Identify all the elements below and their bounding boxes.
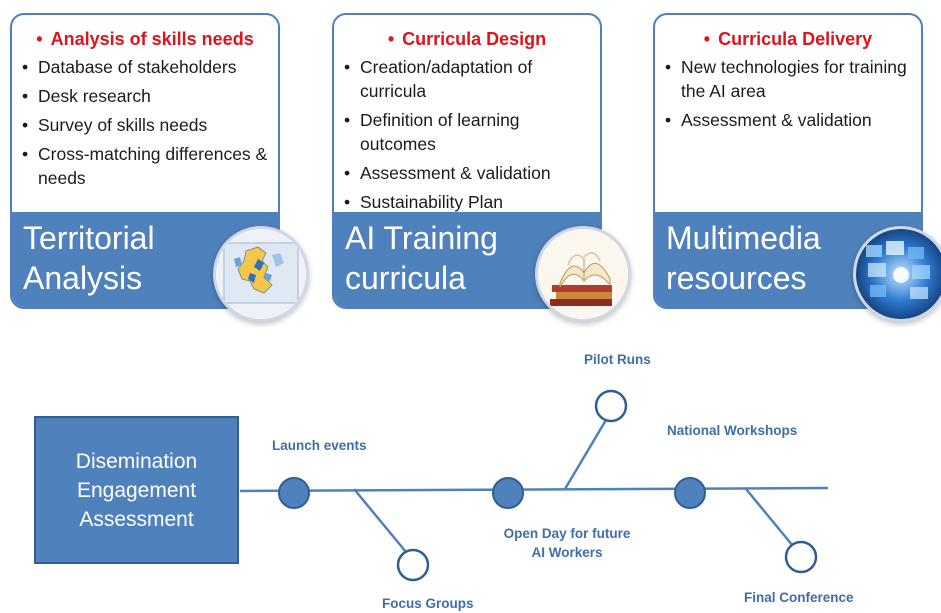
card-header-text: Curricula Delivery <box>718 29 873 49</box>
label-launch-events: Launch events <box>272 438 367 453</box>
node-pilot-runs <box>594 389 628 423</box>
card-header: •Analysis of skills needs <box>36 29 254 49</box>
label-national-workshops: National Workshops <box>667 423 798 438</box>
label-open-day-line: AI Workers <box>531 545 603 560</box>
node-launch-events <box>278 477 310 509</box>
label-focus-groups: Focus Groups <box>382 596 474 611</box>
list-item: •Desk research <box>22 86 151 106</box>
list-item: •Sustainability Plan <box>344 192 503 212</box>
node-national-workshops <box>674 477 706 509</box>
card-title-line: resources <box>666 260 807 296</box>
box-line: Disemination <box>75 449 198 473</box>
label-open-day-line: Open Day for future <box>503 526 631 541</box>
digital-screens-icon <box>853 226 941 322</box>
card-title-line: curricula <box>345 260 466 296</box>
branch-focus-groups <box>353 488 407 553</box>
card-title-line: AI Training <box>345 220 498 256</box>
box-line: Assessment <box>79 507 194 531</box>
list-item: •Assessment & validation <box>665 110 872 130</box>
card-ai-training-curricula: •Curricula Design •Creation/adaptation o… <box>332 13 602 309</box>
list-item: •Definition of learning outcomes <box>344 110 520 154</box>
europe-map-icon <box>213 226 309 322</box>
list-item: •Survey of skills needs <box>22 115 208 135</box>
timeline-axis <box>239 486 829 493</box>
list-item: •Cross-matching differences & needs <box>22 144 268 188</box>
label-pilot-runs: Pilot Runs <box>584 352 651 367</box>
box-line: Engagement <box>76 478 197 502</box>
open-book-icon <box>535 226 631 322</box>
branch-pilot-runs <box>563 419 608 490</box>
list-item: •Creation/adaptation of curricula <box>344 57 533 101</box>
branch-final-conference <box>745 488 794 547</box>
list-item: •Assessment & validation <box>344 163 551 183</box>
list-item: •New technologies for training the AI ar… <box>665 57 907 101</box>
card-header-text: Curricula Design <box>402 29 547 49</box>
card-title-line: Analysis <box>23 260 143 296</box>
card-title-line: Territorial <box>23 220 155 256</box>
node-focus-groups <box>396 548 430 582</box>
card-list: •New technologies for training the AI ar… <box>655 55 921 132</box>
card-title-line: Multimedia <box>666 220 821 256</box>
card-territorial-analysis: •Analysis of skills needs •Database of s… <box>10 13 280 309</box>
dissemination-box: Disemination Engagement Assessment <box>34 416 239 564</box>
node-open-day <box>492 477 524 509</box>
card-header: •Curricula Delivery <box>703 29 873 49</box>
label-final-conference: Final Conference <box>744 590 854 605</box>
card-list: •Database of stakeholders •Desk research… <box>12 55 278 190</box>
card-list: •Creation/adaptation of curricula •Defin… <box>334 55 600 214</box>
node-final-conference <box>784 540 818 574</box>
card-header-text: Analysis of skills needs <box>50 29 254 49</box>
label-open-day: Open Day for future AI Workers <box>492 524 642 562</box>
list-item: •Database of stakeholders <box>22 57 237 77</box>
card-header: •Curricula Design <box>387 29 547 49</box>
